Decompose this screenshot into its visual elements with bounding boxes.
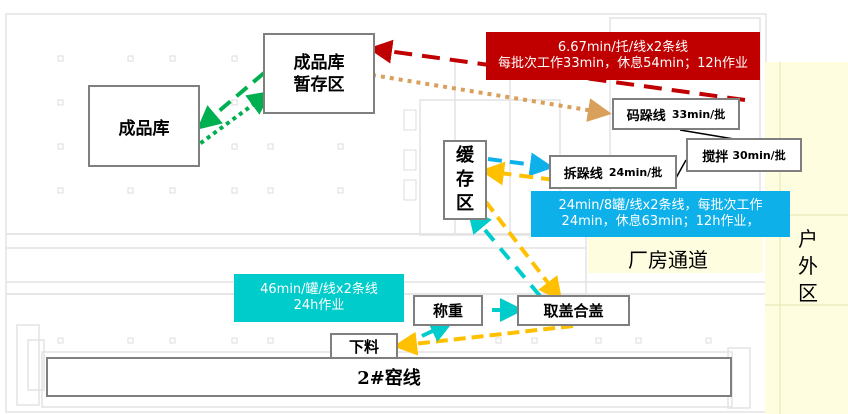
corridor-label: 厂房通道 — [628, 248, 708, 272]
mixing-box[interactable]: 搅拌 30min/批 — [686, 138, 802, 172]
unstacking-line-rate: 24min/批 — [608, 166, 663, 179]
teal-annotation-line1: 46min/罐/线x2条线 — [260, 282, 378, 297]
teal-annotation: 46min/罐/线x2条线 24h作业 — [234, 274, 404, 322]
lid-label: 取盖合盖 — [543, 302, 604, 320]
finished-warehouse-label: 成品库 — [118, 118, 170, 139]
outdoor-char-2: 外 — [798, 254, 818, 278]
red-annotation-line1: 6.67min/托/线x2条线 — [557, 40, 689, 55]
kiln-line-box[interactable]: 2#窑线 — [46, 357, 732, 397]
outdoor-char-1: 户 — [798, 227, 818, 251]
unstacking-line-label: 拆跺线 — [563, 166, 603, 182]
stacking-line-label: 码跺线 — [626, 108, 666, 124]
outdoor-area-label: 户 外 区 — [796, 226, 820, 307]
teal-annotation-line2: 24h作业 — [293, 298, 345, 313]
weighing-label: 称重 — [432, 302, 463, 320]
stacking-line-rate: 33min/批 — [671, 108, 726, 121]
buffer-area-box[interactable]: 缓 存 区 — [443, 140, 487, 220]
buffer-area-label-3: 区 — [456, 193, 474, 214]
mixing-label: 搅拌 — [702, 149, 729, 165]
staging-area-label-2: 暂存区 — [293, 74, 345, 95]
blue-annotation-line2: 24min，休息63min；12h作业， — [561, 214, 760, 229]
blue-annotation: 24min/8罐/线x2条线，每批次工作 24min，休息63min；12h作业… — [531, 191, 790, 237]
unloading-label: 下料 — [348, 338, 379, 356]
outdoor-char-3: 区 — [798, 281, 818, 305]
staging-area-box[interactable]: 成品库 暂存区 — [263, 33, 375, 114]
unloading-box[interactable]: 下料 — [330, 333, 398, 358]
kiln-line-label: 2#窑线 — [357, 368, 421, 389]
unstacking-line-box[interactable]: 拆跺线 24min/批 — [549, 155, 677, 189]
stacking-line-box[interactable]: 码跺线 33min/批 — [612, 98, 740, 130]
red-annotation-line2: 每批次工作33min，休息54min；12h作业 — [498, 56, 748, 71]
weighing-box[interactable]: 称重 — [413, 295, 483, 326]
mixing-rate: 30min/批 — [732, 149, 786, 162]
buffer-area-label-1: 缓 — [456, 145, 474, 166]
finished-warehouse-box[interactable]: 成品库 — [88, 85, 200, 167]
red-annotation: 6.67min/托/线x2条线 每批次工作33min，休息54min；12h作业 — [486, 32, 760, 80]
buffer-area-label-2: 存 — [456, 169, 474, 190]
staging-area-label-1: 成品库 — [293, 52, 345, 73]
lid-box[interactable]: 取盖合盖 — [517, 295, 630, 326]
blue-annotation-line1: 24min/8罐/线x2条线，每批次工作 — [558, 198, 763, 213]
